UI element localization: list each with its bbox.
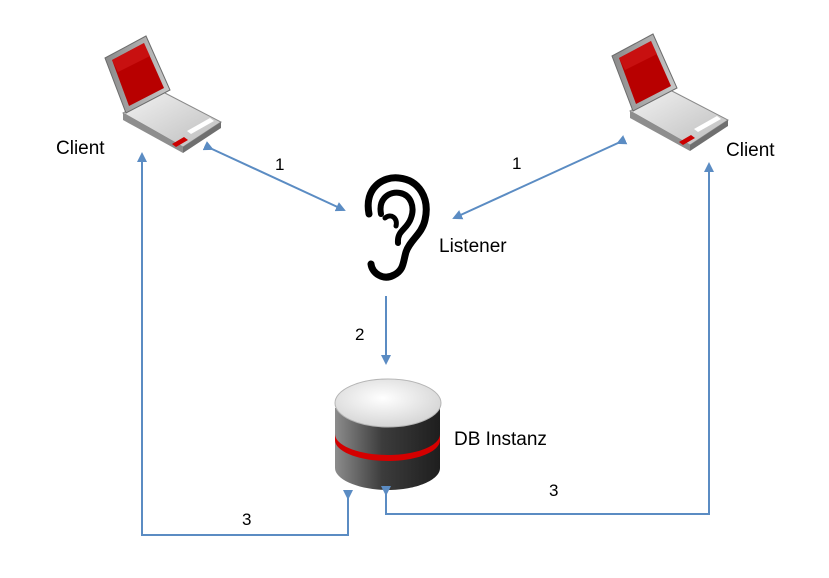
edge-label-listener-database: 2: [355, 325, 365, 344]
client-right-laptop-icon: [611, 33, 729, 151]
edge-label-database-client-right: 3: [549, 481, 559, 500]
edge-client-right-listener: [452, 135, 628, 220]
edge-label-client-right-listener: 1: [512, 154, 522, 173]
listener-label: Listener: [439, 236, 507, 257]
client-right-label: Client: [726, 140, 775, 161]
db-instance-database-icon: [334, 378, 442, 490]
client-left-laptop-icon: [104, 35, 222, 153]
edge-label-database-client-left: 3: [242, 510, 252, 529]
edge-database-client-left: [137, 152, 353, 536]
client-left-label: Client: [56, 138, 105, 159]
edge-label-client-left-listener: 1: [275, 155, 285, 174]
db-instance-label: DB Instanz: [454, 429, 547, 450]
listener-ear-icon: [364, 174, 430, 281]
edge-database-client-right: [381, 162, 714, 515]
